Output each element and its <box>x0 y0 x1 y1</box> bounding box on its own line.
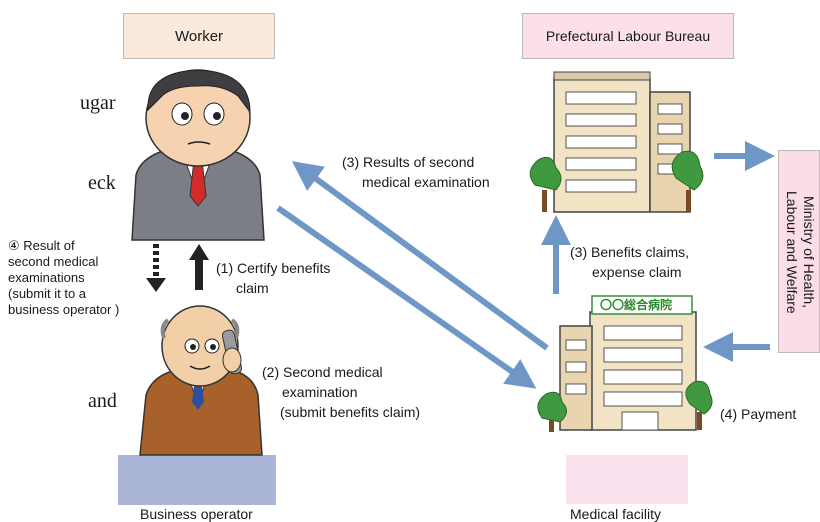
result-line-4: (submit it to a <box>8 286 87 301</box>
certify-line-2: claim <box>236 280 269 296</box>
bureau-label: Prefectural Labour Bureau <box>545 28 711 44</box>
certify-line-1: (1) Certify benefits <box>216 260 331 276</box>
ministry-label-line2: Labour and Welfare <box>784 190 800 314</box>
benefits-claims-step-label: (3) Benefits claims, expense claim <box>570 242 689 282</box>
hospital-sign: 〇〇総合病院 <box>600 298 673 312</box>
second-exam-line-3: (submit benefits claim) <box>280 404 421 420</box>
ministry-label-line1: Ministry of Health, <box>801 195 817 309</box>
result-line-5: business operator ) <box>8 302 120 317</box>
business-operator-desk <box>118 455 276 505</box>
second-exam-step-label: (2) Second medical examination (submit b… <box>262 362 420 422</box>
results-second-exam-arrow <box>291 161 549 351</box>
result-line-1: ④ Result of <box>8 238 75 253</box>
certify-step-label: (1) Certify benefits claim <box>216 258 330 298</box>
certify-up-arrow <box>189 244 209 290</box>
results-second-line-1: (3) Results of second <box>342 154 475 170</box>
results-second-step-label: (3) Results of second medical examinatio… <box>342 152 490 192</box>
cropped-text-fragment-2: eck <box>88 172 116 194</box>
second-exam-line-2: examination <box>282 384 358 400</box>
business-operator-illustration <box>139 305 263 456</box>
second-exam-arrow <box>276 205 537 389</box>
worker-label-box: Worker <box>123 13 275 59</box>
result-down-arrow <box>146 244 166 292</box>
bureau-label-box: Prefectural Labour Bureau <box>522 13 734 59</box>
cropped-text-fragment-3: and <box>88 390 117 412</box>
bureau-building <box>529 71 704 213</box>
medical-facility-box <box>566 455 688 504</box>
ministry-box: Ministry of Health, Labour and Welfare <box>778 150 820 353</box>
result-step-label: ④ Result of second medical examinations … <box>8 238 119 318</box>
worker-illustration <box>131 69 265 241</box>
hospital-building <box>537 295 713 432</box>
benefits-claims-line-1: (3) Benefits claims, <box>570 244 690 260</box>
worker-label: Worker <box>174 27 224 45</box>
second-exam-line-1: (2) Second medical <box>262 364 383 380</box>
business-operator-label: Business operator <box>140 506 253 522</box>
payment-step-label: (4) Payment <box>720 406 797 422</box>
results-second-line-2: medical examination <box>362 174 490 190</box>
cropped-text-fragment-1: ugar <box>80 92 116 114</box>
benefits-claims-line-2: expense claim <box>592 264 682 280</box>
result-line-2: second medical <box>8 254 99 269</box>
result-line-3: examinations <box>8 270 85 285</box>
medical-facility-label: Medical facility <box>570 506 662 522</box>
